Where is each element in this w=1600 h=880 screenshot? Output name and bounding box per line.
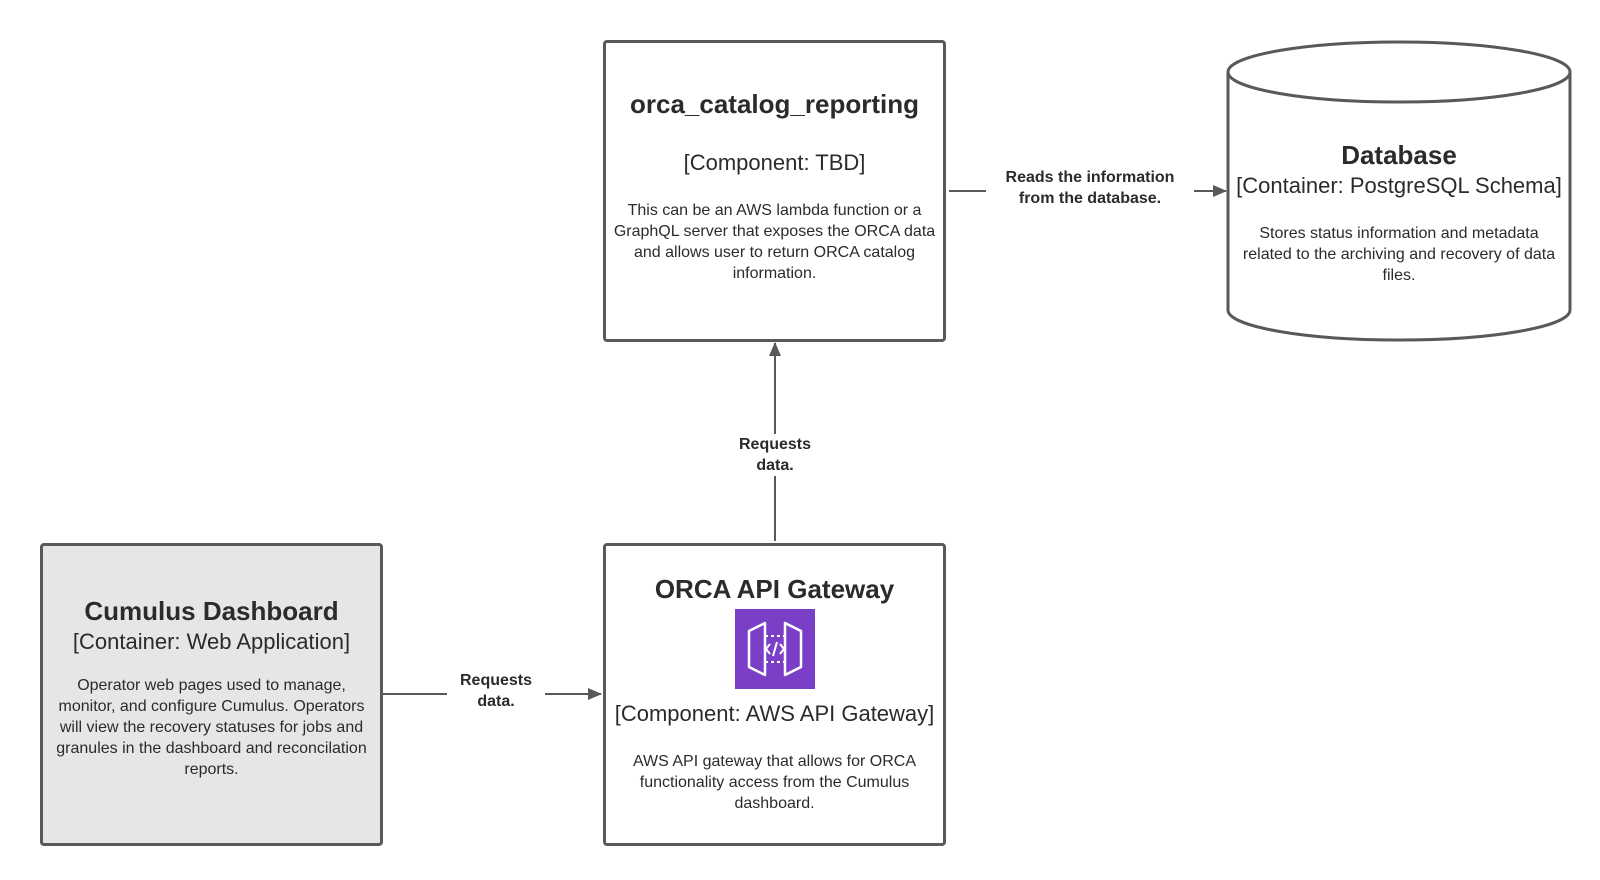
reporting-description: This can be an AWS lambda function or a …	[613, 202, 936, 282]
database-title: Database	[1341, 140, 1457, 170]
reporting-title: orca_catalog_reporting	[630, 89, 919, 119]
database-description: Stores status information and metadata r…	[1242, 225, 1556, 284]
aws-api-gateway-icon	[734, 609, 815, 689]
dashboard-title: Cumulus Dashboard	[84, 596, 339, 626]
gateway-title: ORCA API Gateway	[654, 574, 895, 604]
dashboard-description: Operator web pages used to manage, monit…	[56, 677, 367, 778]
orca-catalog-reporting-node: orca_catalog_reporting [Component: TBD] …	[603, 40, 946, 342]
edge-label-reads-database: Reads the information from the database.	[986, 167, 1194, 209]
gateway-description: AWS API gateway that allows for ORCA fun…	[632, 753, 917, 812]
database-node: Database [Container: PostgreSQL Schema] …	[1228, 140, 1570, 286]
edge-label-dashboard-requests: Requests data.	[447, 670, 545, 712]
database-cylinder	[1226, 40, 1572, 342]
edge-label-gateway-requests: Requests data.	[726, 434, 824, 476]
reporting-subtitle: [Component: TBD]	[683, 150, 866, 175]
dashboard-subtitle: [Container: Web Application]	[72, 629, 351, 654]
gateway-subtitle: [Component: AWS API Gateway]	[614, 701, 935, 726]
cumulus-dashboard-node: Cumulus Dashboard [Container: Web Applic…	[40, 543, 383, 846]
orca-api-gateway-node: ORCA API Gateway [Component: AWS API Gat…	[603, 543, 946, 846]
database-subtitle: [Container: PostgreSQL Schema]	[1236, 173, 1562, 198]
